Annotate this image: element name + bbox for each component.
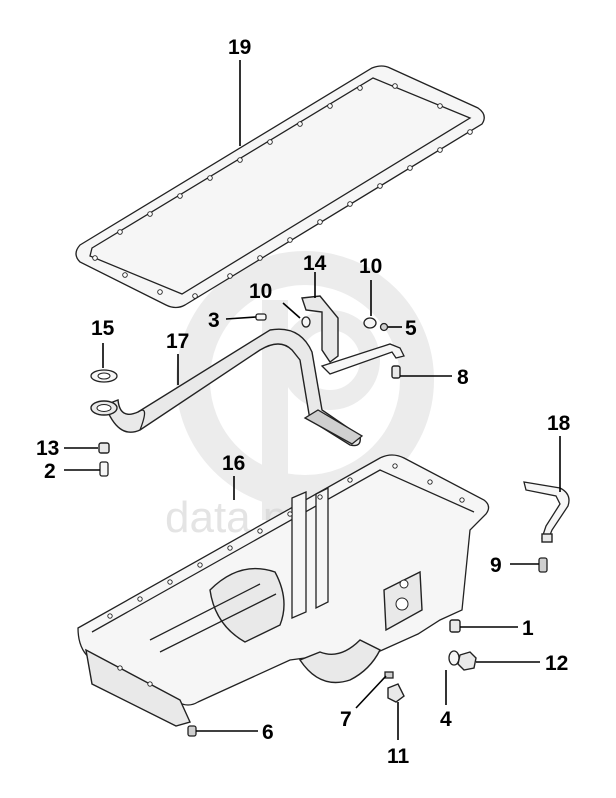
callout-2: 2 [44,460,56,483]
callout-11: 11 [387,745,410,768]
seal-part-7 [384,671,394,679]
spacer-part-13 [98,442,110,454]
callout-6: 6 [262,721,274,744]
tube-bracket [301,295,339,364]
callout-10-left: 10 [249,280,272,303]
leader-3 [225,316,257,320]
oil-pan [77,454,490,727]
callout-7: 7 [340,708,352,731]
callout-13: 13 [36,437,59,460]
callout-9: 9 [490,554,502,577]
bolt-part-3 [255,313,267,321]
callout-4: 4 [440,708,452,731]
callout-14: 14 [303,252,327,275]
oil-pan-gasket [75,65,485,309]
callout-5: 5 [405,317,417,340]
plug-part-11 [387,683,405,703]
callout-labels: 19 14 10 10 3 5 15 17 8 13 2 16 18 9 1 1… [36,36,571,768]
washer-part-10-left [301,316,311,328]
plug-part-1 [449,619,461,633]
oil-pan-bolt-holes [107,463,465,687]
callout-16: 16 [222,452,245,475]
nut-part-5 [379,322,389,332]
drain-plug-part-12 [457,651,477,671]
gasket-bolt-holes [92,83,473,299]
callout-10-right: 10 [359,255,382,278]
callout-12: 12 [545,652,568,675]
bolt-part-6 [187,725,197,737]
leader-10a [282,302,301,319]
tube-inlet-flange [90,400,118,416]
callout-18: 18 [547,412,571,435]
dipstick-bracket [523,481,570,543]
oil-suction-tube [104,328,364,447]
callout-3: 3 [208,309,220,332]
callout-19: 19 [228,36,251,59]
support-strap [320,343,405,379]
washer-part-10-right [363,317,377,329]
bolt-part-9 [538,557,548,573]
callout-15: 15 [91,317,115,340]
leader-7 [355,675,387,709]
tube-flange-gasket [90,369,118,383]
callout-8: 8 [457,366,469,389]
callout-1: 1 [522,617,534,640]
callout-17: 17 [166,330,189,353]
seal-ring-part-4 [448,650,460,666]
bolt-part-2 [99,461,109,477]
leader-lines [64,60,561,740]
